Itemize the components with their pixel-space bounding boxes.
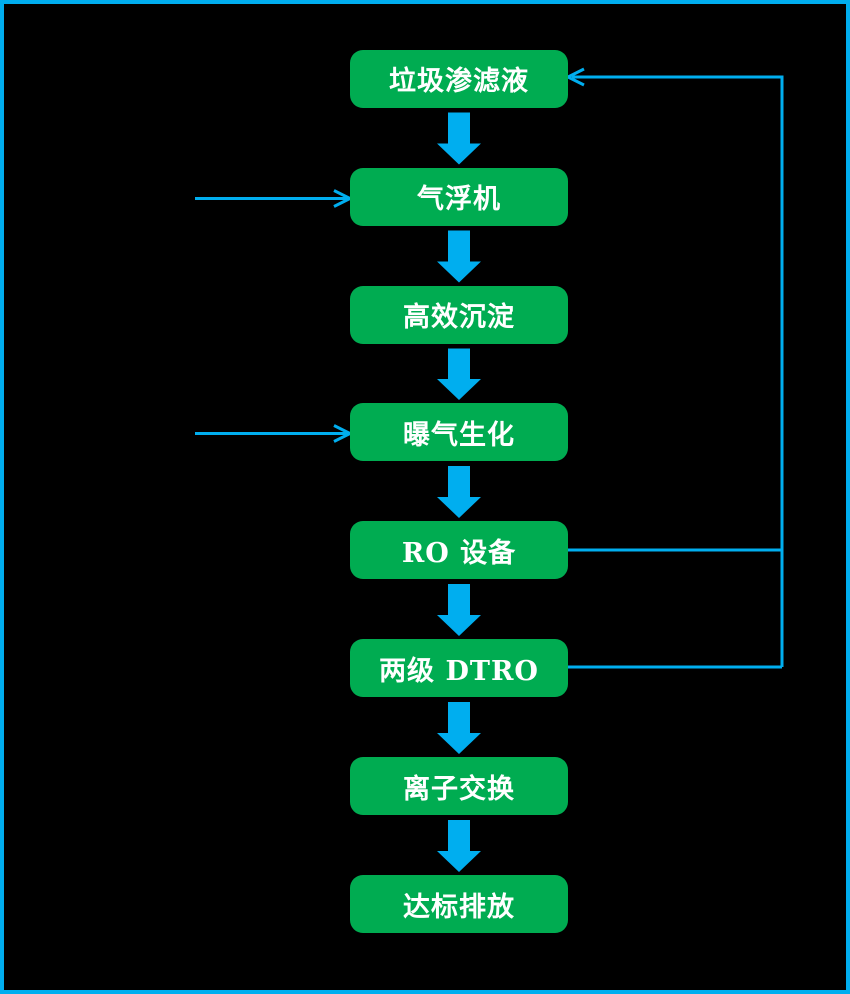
- down-arrow-3: [437, 348, 481, 400]
- flow-step-ro: RO 设备: [350, 521, 568, 579]
- flow-step-ro-label: RO 设备: [401, 537, 517, 569]
- flow-step-ion-exchange: 离子交换: [350, 757, 568, 815]
- recycle-arrowhead-leachate: [564, 67, 585, 87]
- recycle-lines: [564, 67, 784, 669]
- flow-step-discharge: 达标排放: [350, 875, 568, 933]
- flow-step-dtro-label: 两级 DTRO: [379, 655, 539, 687]
- down-arrow-1: [437, 112, 481, 165]
- down-arrow-2: [437, 230, 481, 283]
- flow-step-aeration: 曝气生化: [350, 403, 568, 461]
- inflow-arrows: [195, 189, 354, 443]
- flow-step-discharge-label: 达标排放: [403, 891, 515, 923]
- down-arrow-7: [437, 820, 481, 872]
- flow-step-air-flotation: 气浮机: [350, 167, 568, 226]
- down-arrow-6: [437, 702, 481, 754]
- down-arrows: [437, 112, 481, 872]
- flow-step-leachate-label: 垃圾渗滤液: [389, 66, 529, 97]
- recycle-return-line: [572, 75, 784, 667]
- flow-step-aeration-label: 曝气生化: [403, 419, 515, 451]
- flow-step-leachate: 垃圾渗滤液: [350, 49, 568, 108]
- flow-step-ion-exchange-label: 离子交换: [403, 773, 515, 805]
- flow-step-sedimentation: 高效沉淀: [350, 285, 568, 344]
- flow-step-air-flotation-label: 气浮机: [417, 184, 501, 215]
- down-arrow-4: [437, 466, 481, 518]
- flow-step-sedimentation-label: 高效沉淀: [403, 302, 515, 333]
- down-arrow-5: [437, 584, 481, 636]
- flow-step-dtro: 两级 DTRO: [350, 639, 568, 697]
